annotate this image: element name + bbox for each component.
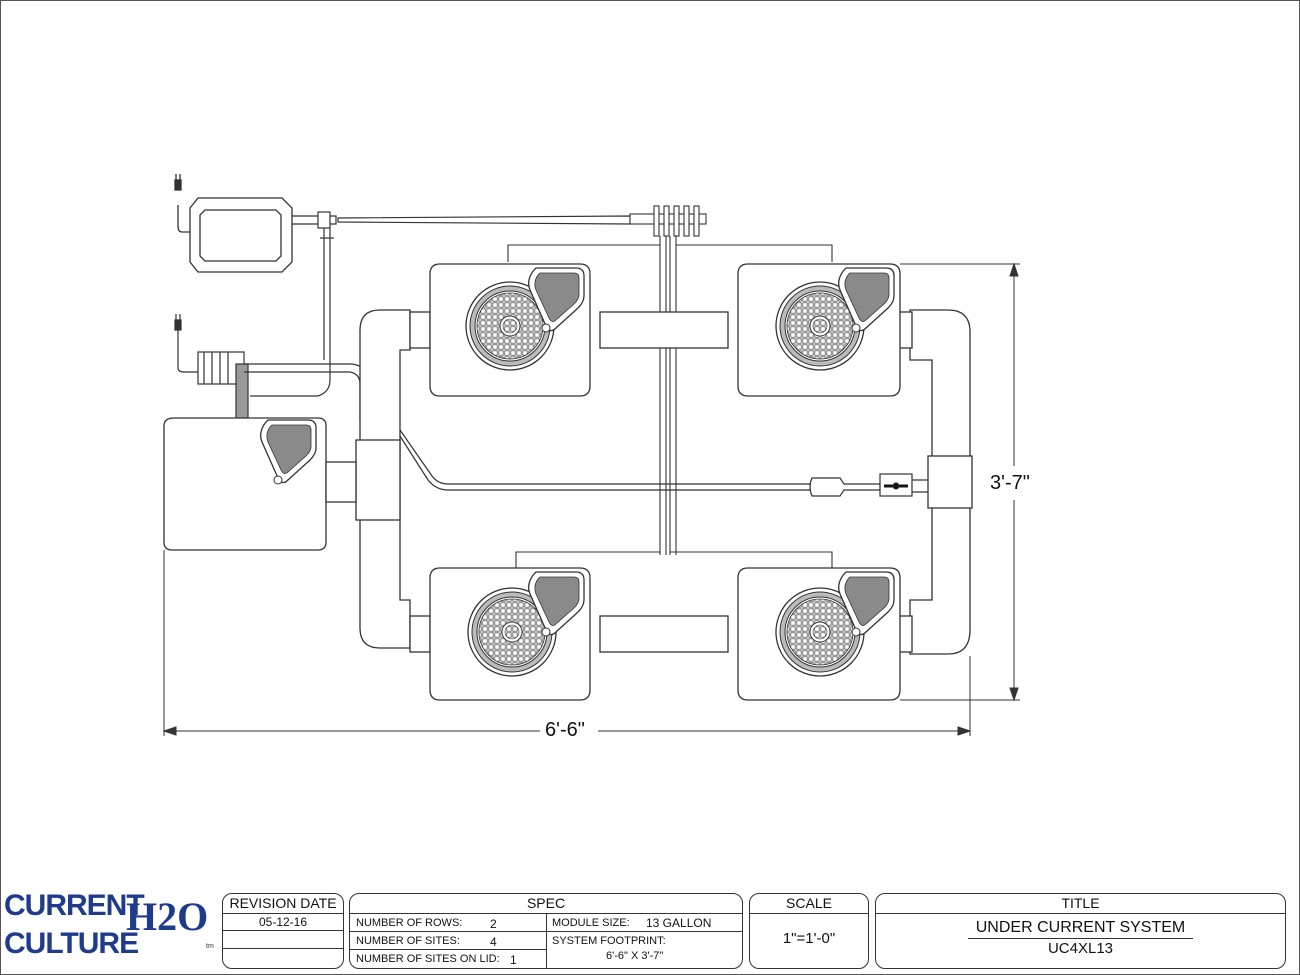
spec-rows-value: 2 xyxy=(490,917,497,931)
logo-word-current: CURRENT xyxy=(4,889,145,922)
title-name: UNDER CURRENT SYSTEM xyxy=(975,919,1186,936)
logo-word-culture: CULTURE xyxy=(4,927,139,960)
spec-box: SPEC NUMBER OF ROWS: 2 NUMBER OF SITES: … xyxy=(349,893,743,969)
revision-date-value: 05-12-16 xyxy=(223,914,343,931)
revision-date-box: REVISION DATE 05-12-16 xyxy=(222,893,344,969)
spec-divider xyxy=(546,913,547,968)
module-top-left xyxy=(429,263,591,397)
revision-date-header: REVISION DATE xyxy=(223,894,343,914)
air-manifold xyxy=(507,205,833,568)
dimension-width-line xyxy=(162,550,972,736)
scale-value: 1"=1'-0" xyxy=(782,930,836,947)
revision-date-rule xyxy=(223,948,343,949)
system-plan-drawing xyxy=(162,174,1020,736)
dimension-height-label: 3'-7" xyxy=(990,472,1030,494)
drain-line xyxy=(399,429,928,497)
title-model: UC4XL13 xyxy=(1047,940,1114,957)
scale-header: SCALE xyxy=(750,894,868,914)
air-line xyxy=(250,211,631,397)
spec-rule-2 xyxy=(350,949,546,950)
module-top-right xyxy=(737,263,901,397)
module-bottom-right xyxy=(737,567,901,701)
dimension-height-line xyxy=(900,262,1020,702)
spec-header: SPEC xyxy=(350,894,742,914)
dimension-width-label: 6'-6" xyxy=(545,719,585,741)
pump-controller xyxy=(174,174,293,273)
spec-footprint-value: 6'-6" X 3'-7" xyxy=(606,950,664,962)
spec-module-label: MODULE SIZE: xyxy=(552,917,630,929)
title-header: TITLE xyxy=(876,894,1285,914)
pvc-loop xyxy=(325,309,973,655)
spec-sites-value: 4 xyxy=(490,935,497,949)
spec-footprint-label: SYSTEM FOOTPRINT: xyxy=(552,935,666,947)
logo-h2o-mark: H2O xyxy=(126,894,209,939)
spec-rule-3 xyxy=(546,931,742,932)
logo-trademark: tm xyxy=(206,943,214,950)
spec-rows-label: NUMBER OF ROWS: xyxy=(356,917,463,929)
scale-box: SCALE 1"=1'-0" xyxy=(749,893,869,969)
company-logo: CURRENT CULTURE H2O tm xyxy=(0,885,218,975)
title-box: TITLE UNDER CURRENT SYSTEM UC4XL13 xyxy=(875,893,1286,969)
spec-lid-label: NUMBER OF SITES ON LID: xyxy=(356,953,500,965)
spec-module-value: 13 GALLON xyxy=(646,916,712,930)
spec-sites-label: NUMBER OF SITES: xyxy=(356,935,460,947)
spec-lid-value: 1 xyxy=(510,953,517,967)
module-bottom-left xyxy=(429,567,591,701)
control-bucket xyxy=(163,417,327,551)
title-rule xyxy=(968,938,1193,939)
spec-rule-1 xyxy=(350,931,546,932)
return-pump xyxy=(174,314,369,421)
